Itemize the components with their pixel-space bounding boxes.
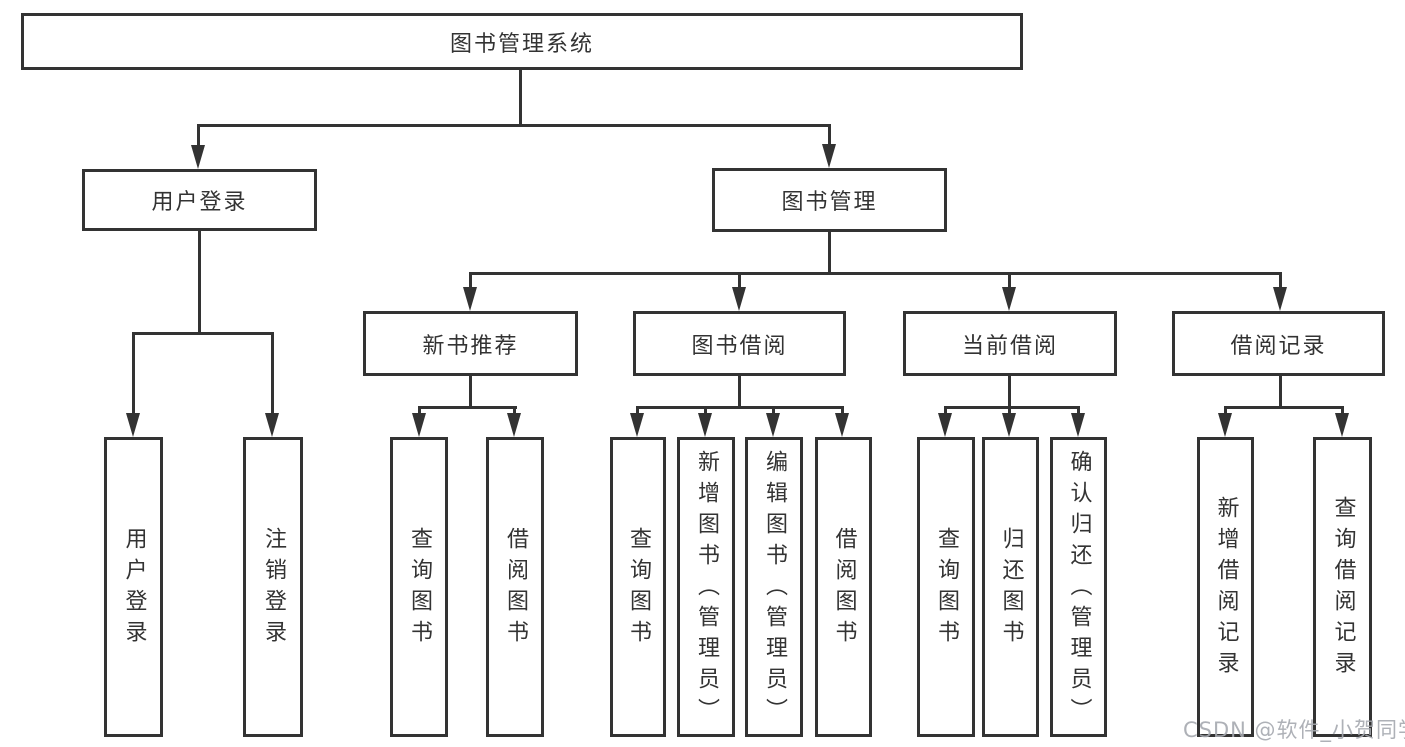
arrow-down-icon xyxy=(630,413,644,437)
connector-line xyxy=(469,272,472,289)
node-book-management: 图书管理 xyxy=(712,168,947,232)
connector-line xyxy=(828,124,831,146)
leaf-label: 新增借阅记录 xyxy=(1213,496,1239,682)
leaf-current-return-books: 归还图书 xyxy=(982,437,1039,737)
connector-line xyxy=(418,406,421,415)
leaf-label: 归还图书 xyxy=(998,527,1024,651)
arrow-down-icon xyxy=(463,287,477,311)
node-borrowing-records: 借阅记录 xyxy=(1172,311,1385,376)
leaf-label: 注销登录 xyxy=(261,527,286,651)
arrow-down-icon xyxy=(1002,413,1016,437)
node-label: 借阅记录 xyxy=(1230,333,1327,359)
node-new-book-recommend: 新书推荐 xyxy=(363,311,578,376)
connector-line xyxy=(1008,272,1011,289)
connector-line xyxy=(738,376,741,409)
connector-line xyxy=(1341,406,1344,415)
connector-line xyxy=(198,231,201,335)
connector-line xyxy=(704,406,707,415)
arrow-down-icon xyxy=(126,413,140,437)
leaf-label: 查询借阅记录 xyxy=(1330,496,1356,682)
node-label: 图书借阅 xyxy=(691,333,788,359)
csdn-watermark: CSDN @软件_小贺同学 xyxy=(1183,718,1405,742)
arrow-down-icon xyxy=(938,413,952,437)
leaf-records-query-record: 查询借阅记录 xyxy=(1313,437,1372,737)
connector-line xyxy=(772,406,775,415)
arrow-down-icon xyxy=(1071,413,1085,437)
node-library-system: 图书管理系统 xyxy=(21,13,1023,70)
connector-line xyxy=(1279,272,1282,289)
node-current-borrowing: 当前借阅 xyxy=(903,311,1117,376)
leaf-recommend-borrow-books: 借阅图书 xyxy=(486,437,544,737)
node-user-login: 用户登录 xyxy=(82,169,317,231)
leaf-label: 借阅图书 xyxy=(503,527,528,651)
leaf-user-login: 用户登录 xyxy=(104,437,163,737)
node-label: 图书管理 xyxy=(781,190,878,215)
arrow-down-icon xyxy=(412,413,426,437)
leaf-records-add-record: 新增借阅记录 xyxy=(1197,437,1254,737)
leaf-borrow-edit-books-admin: 编辑图书（管理员） xyxy=(745,437,803,737)
arrow-down-icon xyxy=(732,287,746,311)
node-label: 当前借阅 xyxy=(961,333,1058,359)
leaf-label: 用户登录 xyxy=(121,527,147,651)
leaf-current-confirm-return-admin: 确认归还（管理员） xyxy=(1050,437,1107,737)
arrow-down-icon xyxy=(698,413,712,437)
leaf-label: 编辑图书（管理员） xyxy=(762,449,787,729)
arrow-down-icon xyxy=(1002,287,1016,311)
leaf-borrow-add-books-admin: 新增图书（管理员） xyxy=(677,437,735,737)
arrow-down-icon xyxy=(191,145,205,169)
connector-line xyxy=(636,406,844,409)
leaf-label: 确认归还（管理员） xyxy=(1066,449,1092,729)
connector-line xyxy=(513,406,516,415)
connector-line xyxy=(197,124,200,147)
connector-line xyxy=(1224,406,1227,415)
connector-line xyxy=(197,124,831,127)
connector-line xyxy=(418,406,517,409)
leaf-label: 借阅图书 xyxy=(831,527,857,651)
connector-line xyxy=(1008,406,1011,415)
node-label: 新书推荐 xyxy=(422,333,519,359)
connector-line xyxy=(944,406,1080,409)
connector-line xyxy=(132,332,135,415)
leaf-borrow-query-books: 查询图书 xyxy=(610,437,666,737)
connector-line xyxy=(519,69,522,127)
connector-line xyxy=(841,406,844,415)
arrow-down-icon xyxy=(265,413,279,437)
leaf-borrow-borrow-books: 借阅图书 xyxy=(815,437,872,737)
arrow-down-icon xyxy=(1273,287,1287,311)
connector-line xyxy=(738,272,741,289)
connector-line xyxy=(271,332,274,415)
arrow-down-icon xyxy=(766,413,780,437)
connector-line xyxy=(132,332,274,335)
node-book-borrowing: 图书借阅 xyxy=(633,311,846,376)
leaf-label: 查询图书 xyxy=(407,527,432,651)
arrow-down-icon xyxy=(822,144,836,168)
connector-line xyxy=(636,406,639,415)
leaf-current-query-books: 查询图书 xyxy=(917,437,975,737)
node-label: 图书管理系统 xyxy=(449,31,594,57)
node-label: 用户登录 xyxy=(151,190,248,215)
connector-line xyxy=(1077,406,1080,415)
connector-line xyxy=(469,272,1282,275)
connector-line xyxy=(1224,406,1344,409)
connector-line xyxy=(944,406,947,415)
connector-line xyxy=(828,232,831,275)
leaf-recommend-query-books: 查询图书 xyxy=(390,437,448,737)
arrow-down-icon xyxy=(507,413,521,437)
leaf-label: 查询图书 xyxy=(626,527,651,651)
connector-line xyxy=(469,376,472,409)
leaf-label: 查询图书 xyxy=(934,527,959,651)
arrow-down-icon xyxy=(1335,413,1349,437)
arrow-down-icon xyxy=(1218,413,1232,437)
leaf-label: 新增图书（管理员） xyxy=(694,449,719,729)
connector-line xyxy=(1008,376,1011,409)
arrow-down-icon xyxy=(835,413,849,437)
leaf-logout: 注销登录 xyxy=(243,437,303,737)
connector-line xyxy=(1279,376,1282,409)
